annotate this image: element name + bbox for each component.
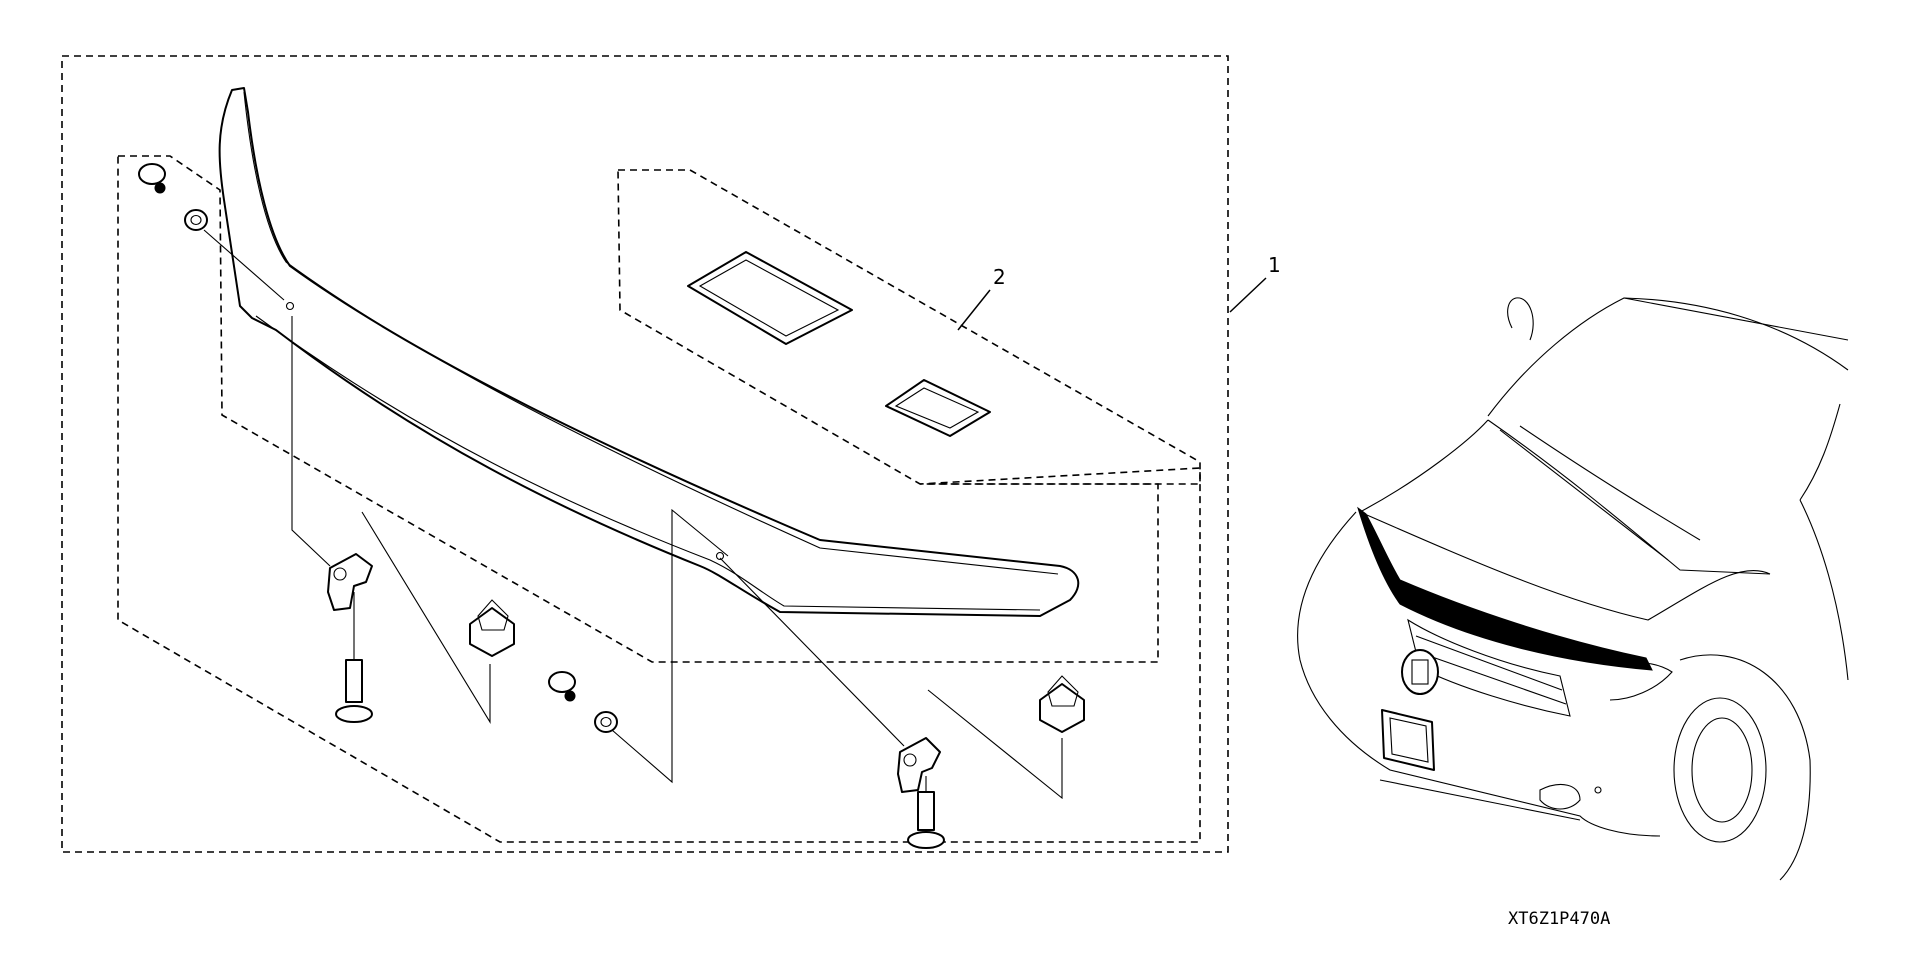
leader-bracket-right (719, 557, 905, 747)
callout-2-leader (957, 289, 991, 331)
vehicle-illustration (1297, 297, 1849, 881)
rivet-right (907, 791, 945, 849)
leader-clip-left (361, 511, 491, 724)
rivet-left (335, 659, 373, 723)
washer-center (594, 711, 618, 733)
protective-film-small (885, 379, 991, 437)
callout-2-label: 2 (993, 265, 1006, 289)
bracket-left (327, 553, 373, 611)
protective-film-large (687, 251, 853, 345)
leader-screw-left (203, 229, 285, 301)
screw-left (138, 163, 166, 194)
bracket-right (897, 737, 941, 793)
callout-1-label: 1 (1268, 253, 1281, 277)
clip-nut-right (1039, 675, 1085, 733)
leader-clip-right (927, 689, 1063, 800)
kit-2-frame (617, 169, 1201, 485)
callout-1-leader (1229, 277, 1267, 313)
clip-nut-left (469, 599, 515, 657)
kit-1-frame (61, 55, 1229, 853)
leader-bracket-left (291, 316, 331, 567)
hood-deflector (218, 87, 1080, 617)
leader-screw-center (611, 508, 729, 784)
washer-left (184, 209, 208, 231)
drawing-code: XT6Z1P470A (1508, 909, 1610, 929)
screw-center (548, 671, 576, 702)
